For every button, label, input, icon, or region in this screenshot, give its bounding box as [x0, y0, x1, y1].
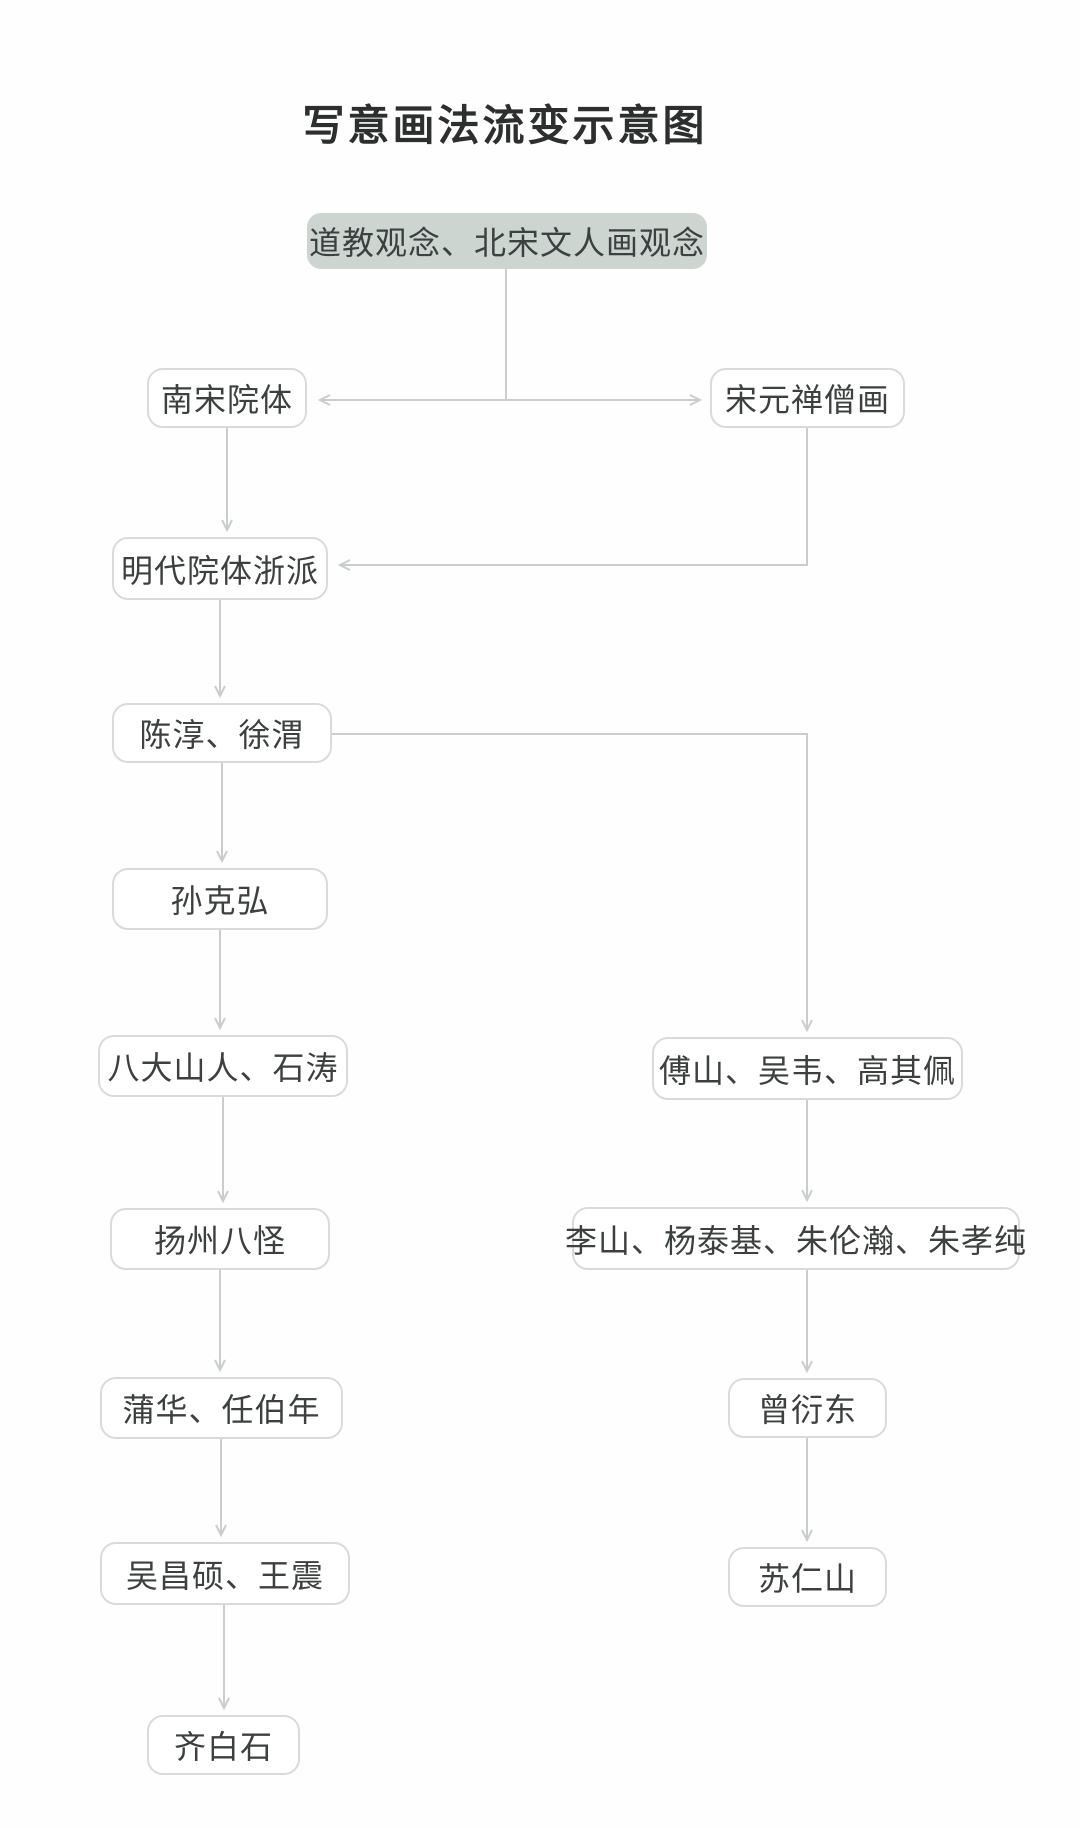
node-fushan-wuwei-gaoqipei: 傅山、吴韦、高其佩	[652, 1037, 963, 1100]
node-sun-kehong: 孙克弘	[112, 868, 328, 930]
node-puhua-renbonian: 蒲华、任伯年	[100, 1377, 343, 1439]
node-badashanren-shitao: 八大山人、石涛	[98, 1035, 348, 1097]
node-mingdai-yuanti-zhepai: 明代院体浙派	[112, 537, 328, 600]
edge-chenchun-to-fushan	[332, 733, 813, 1033]
node-wuchangshuo-wangzhen: 吴昌硕、王震	[100, 1542, 350, 1605]
node-nansong-yuanti: 南宋院体	[147, 368, 307, 428]
diagram-title: 写意画法流变示意图	[302, 104, 708, 150]
node-su-renshan: 苏仁山	[728, 1547, 887, 1607]
node-yangzhou-baguai: 扬州八怪	[110, 1208, 330, 1270]
node-lishan-group: 李山、杨泰基、朱伦瀚、朱孝纯	[565, 1207, 1026, 1270]
node-root-concepts: 道教观念、北宋文人画观念	[307, 213, 707, 269]
node-songyuan-chansenghua: 宋元禅僧画	[710, 368, 905, 428]
edge-songyuan-to-mingdai	[337, 428, 808, 571]
node-zeng-yandong: 曾衍东	[728, 1378, 887, 1438]
node-qi-baishi: 齐白石	[147, 1715, 300, 1775]
node-chenchun-xuwei: 陈淳、徐渭	[112, 703, 332, 763]
